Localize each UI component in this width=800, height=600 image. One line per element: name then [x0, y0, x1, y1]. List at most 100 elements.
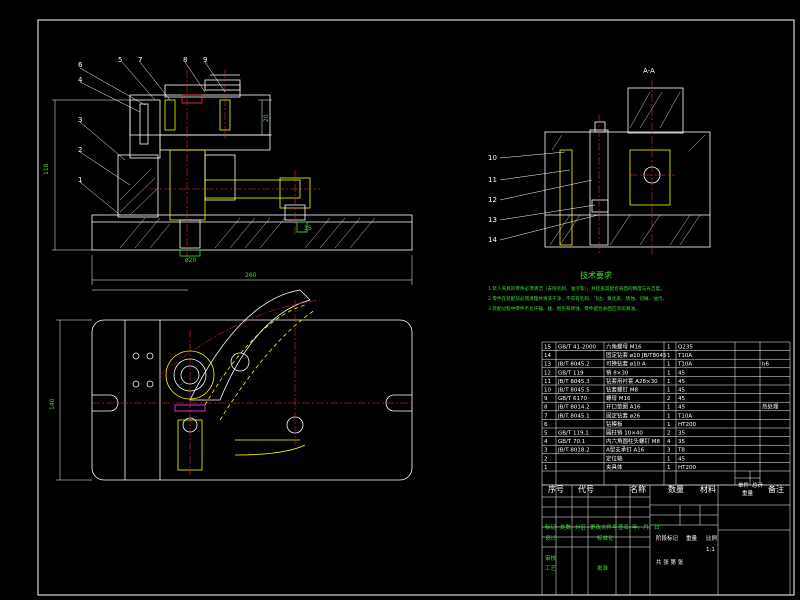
- dim-width-total: 260: [245, 272, 257, 279]
- bom-row-material: 45: [678, 379, 685, 385]
- callout-1: 1: [78, 176, 82, 184]
- bom-row-material: 45: [678, 405, 685, 411]
- bom-row-no: 2: [544, 456, 548, 462]
- tb-count: 处数: [560, 523, 572, 531]
- bom-row-name: 固定钻套 ø26: [606, 411, 641, 419]
- bom-row-material: HT200: [678, 422, 696, 428]
- bom-row-no: 3: [544, 448, 548, 454]
- bom-row-material: 45: [678, 388, 685, 394]
- callout-12: 12: [488, 196, 497, 204]
- bom-header-mat: 材料: [700, 484, 716, 494]
- bom-row-name: A型支承钉 A16: [606, 446, 645, 454]
- tb-weight: 重量: [686, 534, 698, 542]
- callout-11: 11: [488, 176, 497, 184]
- bom-row-code: JB/T 8045.1: [557, 413, 590, 419]
- bom-row-material: HT200: [678, 465, 696, 471]
- section-label: A-A: [643, 67, 655, 75]
- bom-row-no: 1: [544, 465, 548, 471]
- tech-title: 技术要求: [580, 270, 612, 280]
- bom-row-no: 9: [544, 396, 548, 402]
- bom-row-no: 11: [544, 379, 551, 385]
- callout-10: 10: [488, 154, 497, 162]
- drawing-frame: [37, 19, 795, 596]
- bom-row-material: T8: [677, 448, 685, 454]
- bom-row-material: 45: [678, 456, 685, 462]
- front-dimensions: [52, 99, 413, 291]
- bom-row-no: 7: [544, 413, 548, 419]
- tb-sheet: 共 张 第 张: [656, 558, 684, 566]
- bom-row-material: 45: [678, 396, 685, 402]
- bom-row-code: JB/T 8045.2: [557, 362, 590, 368]
- bom-row-name: 螺母 M16: [606, 394, 631, 402]
- bom-row-name: 钻套螺钉 M8: [606, 386, 638, 394]
- bom-header-name: 名称: [630, 484, 646, 494]
- bom-row-material: Q235: [678, 345, 693, 351]
- bom-header-unit: 单件: [738, 481, 750, 489]
- bom-row-no: 5: [544, 431, 548, 437]
- dim-top-height: 20: [263, 114, 270, 122]
- callout-3: 3: [78, 116, 82, 124]
- bom-row-no: 6: [544, 422, 548, 428]
- bom-row-note: h6: [762, 362, 769, 368]
- base-hatch: [119, 217, 376, 249]
- bom-row-no: 15: [544, 345, 551, 351]
- bom-row-qty: 1: [667, 362, 671, 368]
- bom-header-weight: 重量: [742, 489, 754, 497]
- bom-row-name: 夹具体: [606, 463, 623, 471]
- bom-row-code: GB/T 119: [558, 370, 584, 376]
- callout-9: 9: [203, 56, 207, 64]
- title-block-grid: [541, 484, 791, 595]
- tb-standard: 标准化: [597, 534, 614, 542]
- bom-row-qty: 1: [667, 465, 671, 471]
- dim-plan-height: 140: [49, 398, 56, 410]
- bom-row-name: 钻套用衬套 A28×30: [606, 377, 658, 385]
- bom-row-qty: 1: [667, 413, 671, 419]
- tb-sign: 签名: [618, 523, 629, 531]
- centre-lines: [150, 70, 320, 262]
- bom-row-material: 45: [678, 370, 685, 376]
- bom-row-no: 13: [544, 362, 551, 368]
- bom-row-qty: 1: [667, 345, 671, 351]
- bom-header-total: 总计: [752, 481, 764, 489]
- tb-change-doc: 更改文件号: [590, 523, 618, 531]
- tb-checker: 审核: [545, 554, 557, 562]
- section-view: [544, 80, 711, 255]
- tech-note-1: 1.装入夹具的零件必须清洁（去除毛刺、油污等），并检查其配合表面的精度与光洁度。: [488, 285, 665, 292]
- callout-6: 6: [78, 61, 83, 69]
- dim-shaft: ø20: [185, 257, 196, 264]
- plan-dimensions: [56, 319, 92, 481]
- bom-row-no: 10: [544, 388, 551, 394]
- tb-date: 年、月、日: [632, 523, 660, 531]
- callout-2: 2: [78, 146, 82, 154]
- callout-7: 7: [138, 56, 142, 64]
- bom-row-name: 可换钻套 ø10 A: [606, 360, 646, 368]
- bom-row-qty: 1: [667, 405, 671, 411]
- tech-note-3: 3.装配过程中零件不允许磕、碰、划伤和锈蚀，零件配合表面应涂润滑油。: [488, 305, 639, 312]
- callout-13: 13: [488, 216, 497, 224]
- bom-row-note: 热处理: [762, 403, 779, 411]
- bom-header-note: 备注: [768, 484, 784, 494]
- bom-row-name: 内六角圆柱头螺钉 M8: [606, 437, 660, 445]
- bom-row-name: 钻模板: [606, 420, 623, 428]
- bom-row-name: 固定钻套 ø10 JB/T8045: [606, 351, 667, 359]
- bom-row-no: 4: [544, 439, 548, 445]
- bom-row-qty: 1: [667, 353, 671, 359]
- tb-approve: 批准: [597, 564, 609, 572]
- callout-5: 5: [118, 56, 122, 64]
- bom-row-qty: 1: [667, 370, 671, 376]
- callout-14: 14: [488, 236, 497, 244]
- bom-row-qty: 2: [667, 396, 671, 402]
- bom-row-name: 销 8×30: [606, 368, 629, 376]
- bom-header-qty: 数量: [668, 484, 684, 494]
- bom-row-qty: 1: [667, 379, 671, 385]
- locating-shaft: [169, 149, 206, 221]
- tb-zone: 分区: [575, 523, 587, 531]
- bom-row-code: JB/T 8014.2: [557, 405, 590, 411]
- front-view: [91, 70, 413, 262]
- tb-process: 工艺: [545, 565, 557, 572]
- tb-scale: 比例: [706, 534, 718, 542]
- bom-row-name: 圆柱销 10×40: [606, 429, 643, 437]
- bom-row-name: 定位轴: [606, 454, 623, 462]
